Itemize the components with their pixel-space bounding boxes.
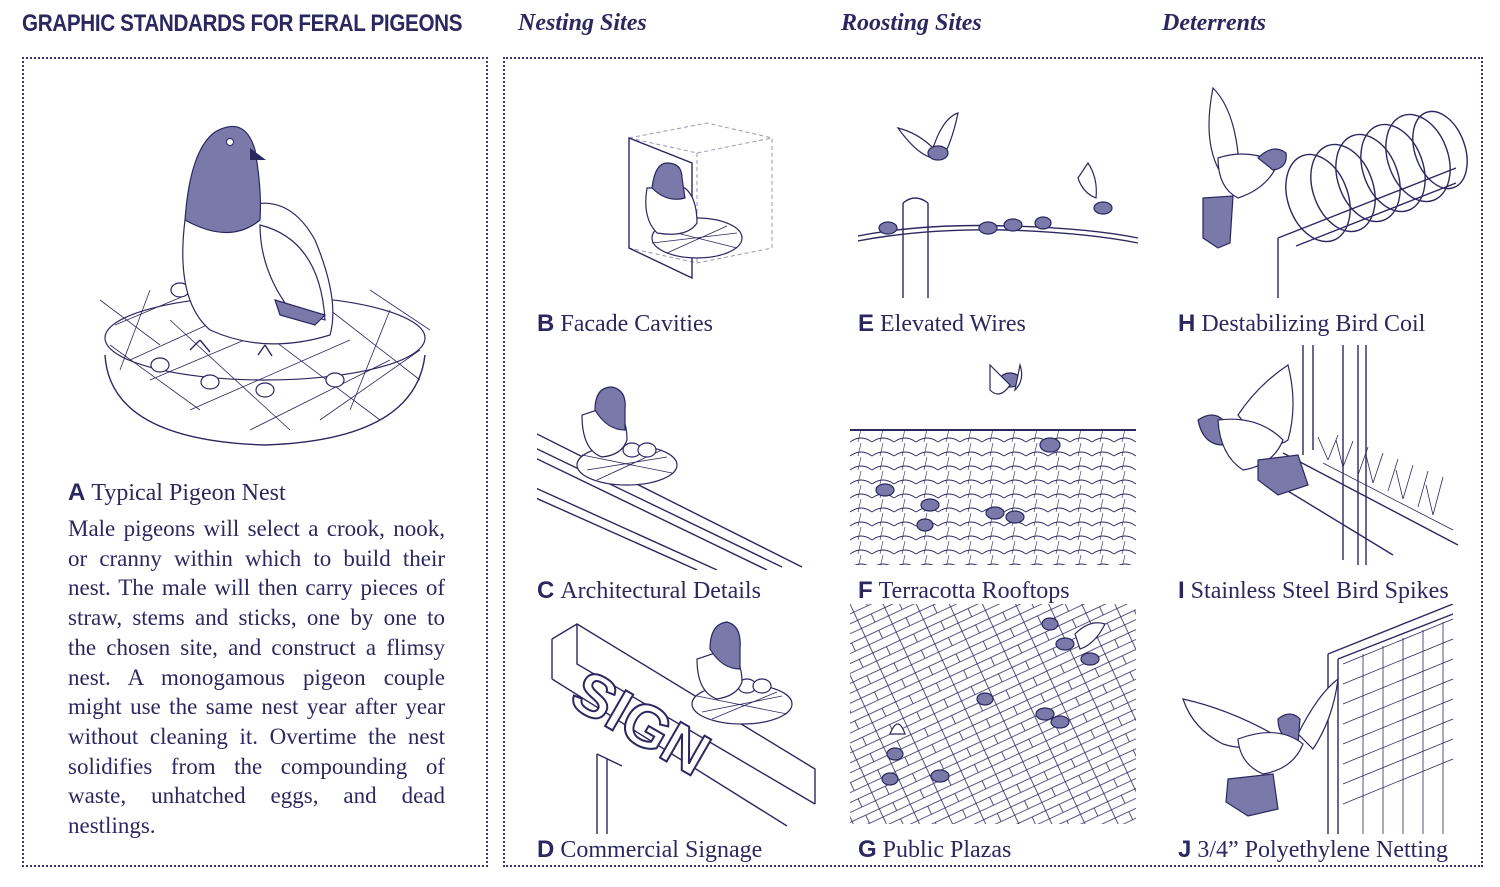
left-panel	[22, 57, 488, 867]
pigeon-nest-illustration	[99, 125, 431, 446]
right-panel	[503, 57, 1483, 867]
public-plazas-illustration	[850, 604, 1136, 824]
panel-letter-e: E	[858, 310, 875, 337]
panel-letter-f: F	[858, 577, 873, 604]
lead-body-text: Male pigeons will select a crook, nook, …	[68, 516, 445, 839]
commercial-signage-illustration: SIGN	[551, 621, 816, 834]
panel-letter-d: D	[537, 836, 555, 863]
panel-caption-b: Facade Cavities	[560, 311, 713, 337]
panel-caption-j: 3/4” Polyethylene Netting	[1197, 837, 1448, 863]
panel-letter-i: I	[1178, 577, 1185, 604]
sign-lettering: SIGN	[561, 657, 722, 788]
polyethylene-netting-illustration	[1182, 604, 1454, 834]
panel-letter-g: G	[858, 836, 877, 863]
terracotta-rooftops-illustration	[850, 362, 1136, 565]
panel-letter-c: C	[537, 577, 555, 604]
bird-spikes-illustration	[1197, 345, 1459, 565]
elevated-wires-illustration	[858, 112, 1139, 298]
lead-letter: A	[68, 479, 86, 506]
lead-caption-text: Typical Pigeon Nest	[91, 480, 286, 506]
main-title: GRAPHIC STANDARDS FOR FERAL PIGEONS	[22, 10, 463, 37]
panel-letter-h: H	[1178, 310, 1196, 337]
column-header-nesting: Nesting Sites	[518, 10, 647, 36]
panel-caption-c: Architectural Details	[560, 578, 761, 604]
architectural-details-illustration	[537, 386, 803, 570]
column-header-roosting: Roosting Sites	[841, 10, 982, 36]
facade-cavities-illustration	[628, 122, 773, 280]
panel-letter-j: J	[1178, 836, 1192, 863]
panel-caption-f: Terracotta Rooftops	[878, 578, 1070, 604]
column-header-deterrents: Deterrents	[1162, 10, 1266, 36]
panel-caption-d: Commercial Signage	[560, 837, 763, 863]
panel-caption-e: Elevated Wires	[880, 311, 1026, 337]
panel-caption-g: Public Plazas	[882, 837, 1012, 863]
panel-caption-i: Stainless Steel Bird Spikes	[1190, 578, 1449, 604]
bird-coil-illustration	[1202, 86, 1468, 298]
panel-caption-h: Destabilizing Bird Coil	[1201, 311, 1426, 337]
panel-letter-b: B	[537, 310, 555, 337]
